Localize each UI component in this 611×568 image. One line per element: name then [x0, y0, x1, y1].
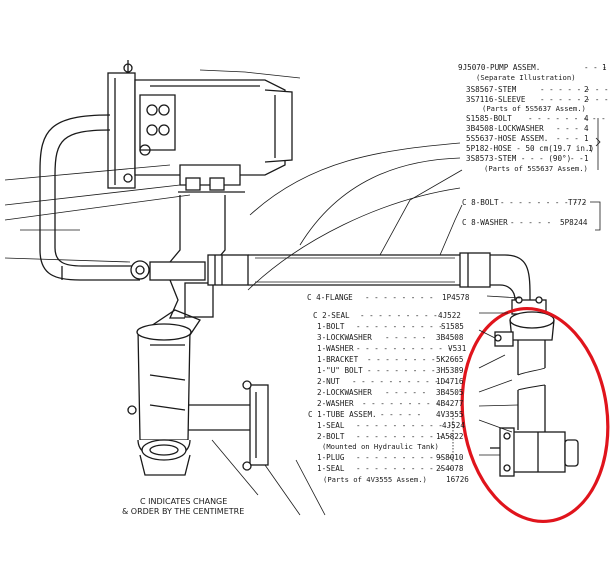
svg-text:- - - - - - - - -: - - - - - - - - - — [362, 399, 440, 408]
svg-text:- - - - - - - -: - - - - - - - - — [367, 355, 436, 364]
svg-text:- - - - -: - - - - - — [385, 333, 426, 342]
svg-text:2-NUT: 2-NUT — [317, 377, 340, 386]
svg-text:(Mounted on Hydraulic Tank): (Mounted on Hydraulic Tank) — [322, 442, 439, 451]
svg-text:& ORDER BY THE CENTIMETRE: & ORDER BY THE CENTIMETRE — [122, 507, 244, 516]
svg-text:(Parts of 4V3555 Assem.): (Parts of 4V3555 Assem.) — [323, 475, 427, 484]
svg-text:V531: V531 — [448, 344, 467, 353]
svg-text:1-SEAL: 1-SEAL — [317, 421, 345, 430]
svg-text:1: 1 — [584, 154, 589, 163]
svg-text:1-BOLT: 1-BOLT — [317, 322, 345, 331]
svg-text:C 4-FLANGE: C 4-FLANGE — [307, 293, 353, 302]
pump-assembly — [107, 60, 293, 193]
svg-text:(Parts of 5S5637 Assem.): (Parts of 5S5637 Assem.) — [484, 164, 588, 173]
svg-text:4: 4 — [584, 124, 589, 133]
svg-text:3S8567-STEM: 3S8567-STEM — [466, 85, 517, 94]
svg-text:2-WASHER: 2-WASHER — [317, 399, 354, 408]
svg-text:1D4716: 1D4716 — [436, 377, 464, 386]
svg-text:5P8244: 5P8244 — [560, 218, 588, 227]
tank-fitting-assembly — [490, 311, 579, 477]
svg-text:1-SEAL: 1-SEAL — [317, 464, 345, 473]
svg-text:1A5822: 1A5822 — [436, 432, 463, 441]
svg-text:4: 4 — [584, 114, 589, 123]
svg-text:- - - - - - - - - - -: - - - - - - - - - - - — [356, 344, 452, 353]
svg-text:- - - - - - - - - -: - - - - - - - - - - — [500, 198, 587, 207]
svg-text:- - - - - - - - -: - - - - - - - - - — [360, 311, 438, 320]
svg-text:5P182-HOSE - 50 cm(19.7 in.): 5P182-HOSE - 50 cm(19.7 in.) — [466, 144, 594, 153]
svg-text:- - - - -: - - - - - — [385, 388, 426, 397]
svg-text:- - - - -: - - - - - — [380, 410, 421, 419]
svg-text:(Separate Illustration): (Separate Illustration) — [476, 73, 576, 82]
svg-text:1: 1 — [584, 134, 589, 143]
parts-list-right: C 8-BOLT - - - - - - - - - - T772 C 8-WA… — [462, 198, 588, 227]
svg-text:- - - - -: - - - - - — [510, 218, 551, 227]
svg-text:2: 2 — [584, 95, 589, 104]
svg-text:(Parts of 5S5637 Assem.): (Parts of 5S5637 Assem.) — [482, 104, 586, 113]
suction-tube — [39, 114, 140, 281]
svg-text:9S8010: 9S8010 — [436, 453, 464, 462]
svg-text:S1585: S1585 — [441, 322, 464, 331]
tube-assembly — [127, 195, 269, 476]
svg-text:5K2665: 5K2665 — [436, 355, 463, 364]
svg-text:4V3555: 4V3555 — [436, 410, 463, 419]
svg-text:- - - - - - - -: - - - - - - - - — [367, 366, 436, 375]
svg-text:- - - - - - - - - -: - - - - - - - - - - — [528, 114, 611, 123]
svg-text:- - - - - - - - - - -: - - - - - - - - - - - — [356, 432, 452, 441]
svg-text:- -: - - — [570, 154, 584, 163]
svg-text:- - - - - - - - - - -: - - - - - - - - - - - — [356, 453, 452, 462]
svg-text:3S7116-SLEEVE: 3S7116-SLEEVE — [466, 95, 526, 104]
leader-lines — [4, 69, 601, 516]
figure-id: 16726 — [446, 475, 469, 484]
svg-text:C 8-WASHER: C 8-WASHER — [462, 218, 508, 227]
svg-text:1: 1 — [602, 63, 607, 72]
svg-text:3-LOCKWASHER: 3-LOCKWASHER — [317, 333, 372, 342]
svg-text:3B4508-LOCKWASHER: 3B4508-LOCKWASHER — [466, 124, 544, 133]
svg-text:2S4078: 2S4078 — [436, 464, 464, 473]
svg-text:- - - - - - - -: - - - - - - - - — [365, 293, 434, 302]
svg-text:S1585-BOLT: S1585-BOLT — [466, 114, 512, 123]
svg-text:- - -: - - - — [556, 124, 579, 133]
svg-text:4J522: 4J522 — [438, 311, 461, 320]
svg-text:4J524: 4J524 — [442, 421, 465, 430]
svg-text:1-"U" BOLT: 1-"U" BOLT — [317, 366, 363, 375]
svg-text:- - - - - - - - - - -: - - - - - - - - - - - — [356, 464, 452, 473]
parts-list-upper: 9J5070-PUMP ASSEM. - - - 1 (Separate Ill… — [458, 63, 611, 173]
svg-text:5S5637-HOSE ASSEM.: 5S5637-HOSE ASSEM. — [466, 134, 548, 143]
svg-text:C 8-BOLT: C 8-BOLT — [462, 198, 499, 207]
parts-list-lower: C 4-FLANGE - - - - - - - - 1P4578 C 2-SE… — [307, 293, 470, 484]
svg-text:3H5389: 3H5389 — [436, 366, 464, 375]
svg-text:C 2-SEAL: C 2-SEAL — [313, 311, 350, 320]
svg-text:C INDICATES CHANGE: C INDICATES CHANGE — [140, 497, 227, 506]
svg-text:2-BOLT: 2-BOLT — [317, 432, 345, 441]
svg-text:1-PLUG: 1-PLUG — [317, 453, 345, 462]
svg-text:3S8573-STEM - - - (90°): 3S8573-STEM - - - (90°) — [466, 154, 571, 163]
svg-text:1: 1 — [588, 144, 593, 153]
highlight-ellipse — [460, 306, 610, 524]
hose-assembly — [207, 252, 547, 315]
svg-text:1-WASHER: 1-WASHER — [317, 344, 354, 353]
svg-text:2: 2 — [584, 85, 589, 94]
svg-text:- - - - - - - - - - -: - - - - - - - - - - - — [352, 377, 448, 386]
svg-text:3B4505: 3B4505 — [436, 388, 463, 397]
svg-text:T772: T772 — [568, 198, 586, 207]
change-note: C INDICATES CHANGE & ORDER BY THE CENTIM… — [122, 497, 244, 516]
svg-text:9J5070-PUMP ASSEM.: 9J5070-PUMP ASSEM. — [458, 63, 540, 72]
svg-text:- - -: - - - — [584, 63, 607, 72]
svg-text:- - - - - - - -: - - - - - - - - — [540, 95, 609, 104]
svg-text:3B4508: 3B4508 — [436, 333, 464, 342]
svg-text:4B4277: 4B4277 — [436, 399, 463, 408]
svg-text:1-BRACKET: 1-BRACKET — [317, 355, 359, 364]
svg-text:- - -: - - - — [556, 134, 579, 143]
svg-text:1P4578: 1P4578 — [442, 293, 470, 302]
svg-text:C 1-TUBE ASSEM.: C 1-TUBE ASSEM. — [308, 410, 377, 419]
svg-text:2-LOCKWASHER: 2-LOCKWASHER — [317, 388, 372, 397]
svg-text:- - - - - - - - - - -: - - - - - - - - - - - — [356, 421, 452, 430]
svg-text:- - - - - - - -: - - - - - - - - — [540, 85, 609, 94]
svg-text:- - - - - - - - - -: - - - - - - - - - - — [356, 322, 443, 331]
